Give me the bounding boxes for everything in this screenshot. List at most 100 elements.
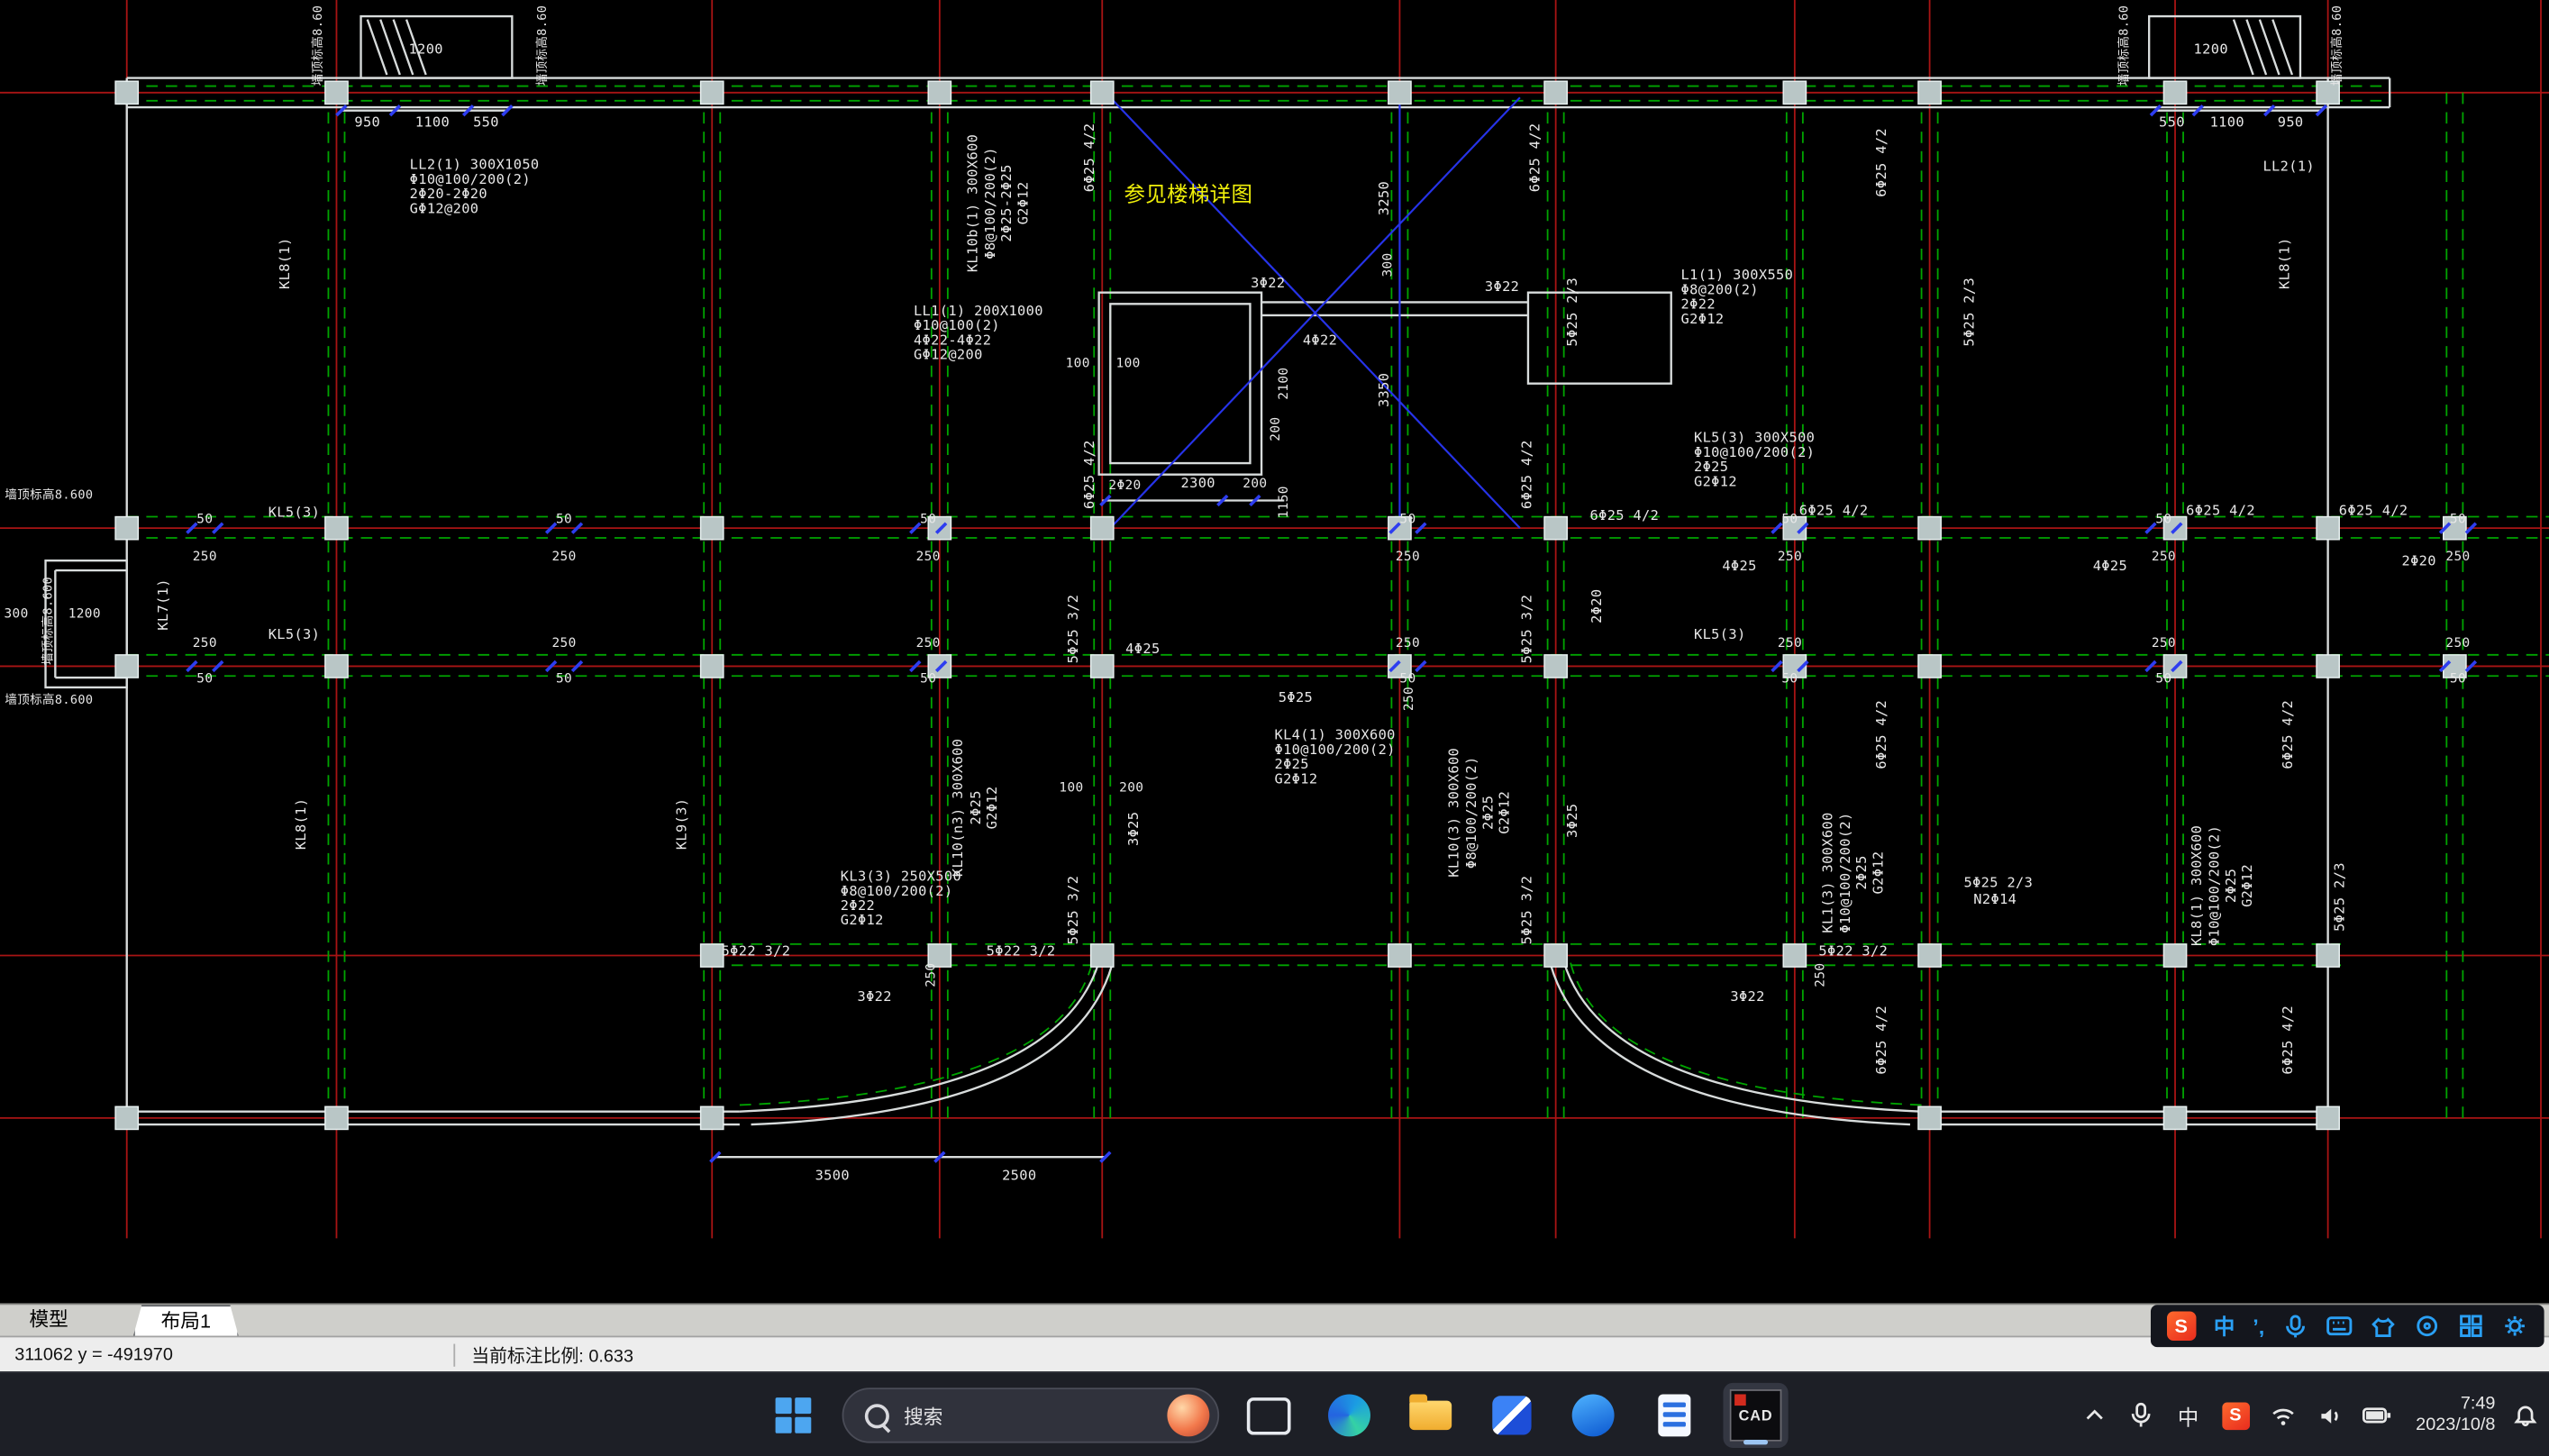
sogou-logo-icon[interactable]: S <box>2167 1311 2196 1340</box>
battery-icon[interactable] <box>2359 1397 2395 1433</box>
svg-text:100: 100 <box>1066 357 1090 371</box>
svg-text:6Φ25 4/2: 6Φ25 4/2 <box>1081 440 1097 509</box>
svg-text:250: 250 <box>193 636 217 651</box>
svg-text:KL10b(1) 300X600: KL10b(1) 300X600 <box>964 134 980 272</box>
svg-text:G2Φ12: G2Φ12 <box>2239 864 2255 907</box>
svg-text:6Φ25 4/2: 6Φ25 4/2 <box>1799 503 1869 519</box>
edge-browser-icon[interactable] <box>1316 1383 1381 1448</box>
svg-text:KL10(3) 300X600: KL10(3) 300X600 <box>1445 748 1461 878</box>
svg-text:Φ10@100/200(2): Φ10@100/200(2) <box>1837 812 1853 933</box>
notification-bell-icon[interactable] <box>2507 1397 2543 1433</box>
svg-text:2300: 2300 <box>1181 475 1215 491</box>
svg-text:5Φ22 3/2: 5Φ22 3/2 <box>987 943 1056 960</box>
taskbar-center-group: 搜索 CAD <box>760 1373 1788 1456</box>
sogou-ime-toolbar[interactable]: S 中 ’, <box>2151 1305 2544 1347</box>
search-input[interactable]: 搜索 <box>842 1388 1220 1442</box>
svg-text:4Φ25: 4Φ25 <box>1722 558 1756 574</box>
svg-text:2Φ25: 2Φ25 <box>1479 796 1496 830</box>
svg-text:4Φ25: 4Φ25 <box>2093 558 2127 574</box>
svg-text:1200: 1200 <box>409 41 443 58</box>
svg-text:N2Φ14: N2Φ14 <box>1973 891 2016 907</box>
tray-expand-chevron-icon[interactable] <box>2076 1397 2112 1433</box>
svg-text:250: 250 <box>2152 636 2176 651</box>
sogou-mic-icon[interactable] <box>2282 1313 2308 1339</box>
sogou-lang-indicator[interactable]: 中 <box>2214 1315 2235 1336</box>
svg-text:950: 950 <box>354 114 380 131</box>
svg-text:3Φ22: 3Φ22 <box>1730 988 1764 1005</box>
sogou-punctuation-icon[interactable]: ’, <box>2253 1315 2264 1336</box>
svg-text:250: 250 <box>2445 550 2470 564</box>
sogou-ime-tray-icon[interactable]: S <box>2217 1397 2253 1433</box>
svg-text:墙顶标高8.60: 墙顶标高8.60 <box>2117 5 2132 86</box>
structural-plan-drawing[interactable]: 墙顶标高8.60墙顶标高8.6012009501100550LL2(1) 300… <box>0 0 2549 1303</box>
svg-text:50: 50 <box>196 513 213 527</box>
volume-icon[interactable] <box>2312 1397 2348 1433</box>
tray-date: 2023/10/8 <box>2416 1415 2495 1436</box>
svg-text:3250: 3250 <box>1376 181 1392 215</box>
search-icon <box>865 1403 889 1427</box>
svg-text:2Φ25-2Φ25: 2Φ25-2Φ25 <box>998 164 1015 241</box>
tray-time: 7:49 <box>2416 1394 2495 1415</box>
coordinate-readout: 311062 y = -491970 <box>0 1344 453 1364</box>
svg-text:G2Φ12: G2Φ12 <box>1275 770 1318 787</box>
svg-text:5Φ25 2/3: 5Φ25 2/3 <box>1564 278 1580 347</box>
svg-text:50: 50 <box>556 672 572 687</box>
drawing-annotations: 墙顶标高8.60墙顶标高8.6012009501100550LL2(1) 300… <box>4 5 2470 1184</box>
svg-text:950: 950 <box>2278 114 2304 131</box>
svg-text:250: 250 <box>1778 636 1802 651</box>
svg-text:250: 250 <box>916 550 941 564</box>
svg-text:1100: 1100 <box>2210 114 2244 131</box>
cad-logo-icon: CAD <box>1730 1389 1782 1442</box>
svg-text:墙顶标高8.60: 墙顶标高8.60 <box>2329 5 2344 86</box>
svg-text:250: 250 <box>1396 550 1420 564</box>
app-icon-blue-shield[interactable] <box>1479 1383 1544 1448</box>
system-tray: 中 S 7:49 2023/10/8 <box>2076 1373 2543 1456</box>
edge-swirl-icon <box>1328 1394 1370 1436</box>
clock[interactable]: 7:49 2023/10/8 <box>2416 1394 2495 1436</box>
svg-text:1200: 1200 <box>2194 41 2228 58</box>
svg-text:550: 550 <box>2159 114 2185 131</box>
cad-app-icon[interactable]: CAD <box>1723 1383 1788 1448</box>
sogou-keyboard-icon[interactable] <box>2326 1313 2353 1339</box>
microphone-icon[interactable] <box>2123 1397 2159 1433</box>
svg-text:2100: 2100 <box>1277 368 1291 400</box>
svg-text:G2Φ12: G2Φ12 <box>1015 181 1031 224</box>
svg-text:5Φ25 3/2: 5Φ25 3/2 <box>1065 876 1081 945</box>
svg-text:6Φ25 4/2: 6Φ25 4/2 <box>1873 700 1889 769</box>
ime-language-indicator[interactable]: 中 <box>2171 1397 2207 1433</box>
start-button[interactable] <box>760 1383 825 1448</box>
sogou-grid-icon[interactable] <box>2458 1313 2484 1339</box>
sogou-toolbox-icon[interactable] <box>2414 1313 2440 1339</box>
svg-text:250: 250 <box>1813 963 1827 987</box>
svg-text:4Φ25: 4Φ25 <box>1125 641 1160 657</box>
svg-text:50: 50 <box>2155 513 2171 527</box>
svg-text:6Φ25 4/2: 6Φ25 4/2 <box>1519 440 1535 509</box>
svg-text:墙顶标高8.600: 墙顶标高8.600 <box>41 577 56 665</box>
svg-text:6Φ25 4/2: 6Φ25 4/2 <box>1081 123 1097 193</box>
app-icon-blue-circle[interactable] <box>1561 1383 1625 1448</box>
svg-text:6Φ25 4/2: 6Φ25 4/2 <box>2280 1006 2296 1075</box>
file-explorer-icon[interactable] <box>1398 1383 1463 1448</box>
app-icon-document[interactable] <box>1642 1383 1707 1448</box>
svg-text:G2Φ12: G2Φ12 <box>1496 791 1512 834</box>
svg-text:3Φ22: 3Φ22 <box>857 988 891 1005</box>
tab-model[interactable]: 模型 <box>13 1305 84 1335</box>
svg-text:G2Φ12: G2Φ12 <box>1870 851 1886 895</box>
wifi-icon[interactable] <box>2264 1397 2300 1433</box>
cad-viewport[interactable]: 墙顶标高8.60墙顶标高8.6012009501100550LL2(1) 300… <box>0 0 2549 1303</box>
sogou-settings-icon[interactable] <box>2502 1313 2528 1339</box>
svg-text:250: 250 <box>1402 687 1416 711</box>
svg-text:200: 200 <box>1119 780 1143 795</box>
search-highlight-avatar-icon[interactable] <box>1167 1394 1209 1436</box>
tab-layout1[interactable]: 布局1 <box>133 1305 239 1335</box>
svg-text:50: 50 <box>1399 513 1416 527</box>
svg-text:250: 250 <box>193 550 217 564</box>
app-icon-window[interactable] <box>1235 1383 1300 1448</box>
svg-text:KL8(1) 300X600: KL8(1) 300X600 <box>2189 825 2205 946</box>
blue-shield-icon <box>1492 1396 1531 1434</box>
svg-text:3500: 3500 <box>815 1167 850 1183</box>
svg-text:墙顶标高8.600: 墙顶标高8.600 <box>5 487 93 503</box>
sogou-skin-icon[interactable] <box>2371 1313 2397 1339</box>
svg-text:4Φ22: 4Φ22 <box>1303 332 1337 348</box>
